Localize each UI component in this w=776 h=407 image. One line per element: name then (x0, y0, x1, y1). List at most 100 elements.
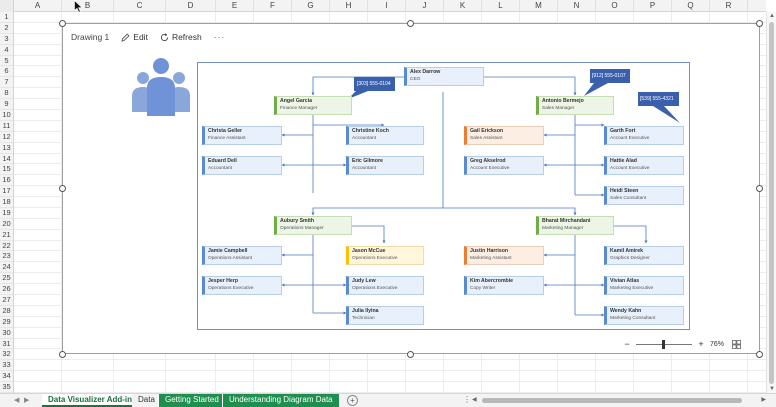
refresh-button[interactable]: Refresh (160, 32, 202, 42)
sheet-tab-data[interactable]: Data (132, 394, 161, 407)
row-header-30[interactable]: 30 (0, 328, 13, 339)
sheet-tab-understanding-diagram-data[interactable]: Understanding Diagram Data (222, 394, 339, 407)
more-options-button[interactable]: ··· (213, 32, 226, 42)
column-header-r[interactable]: R (710, 0, 748, 12)
resize-handle-bottom-left[interactable] (59, 351, 66, 358)
row-header-15[interactable]: 15 (0, 164, 13, 176)
sheet-tab-data-visualizer[interactable]: Data Visualizer Add-in (42, 394, 139, 407)
row-header-3[interactable]: 3 (0, 34, 13, 45)
row-header-25[interactable]: 25 (0, 273, 13, 285)
column-header-k[interactable]: K (444, 0, 482, 12)
column-header-l[interactable]: L (482, 0, 520, 12)
row-header-17[interactable]: 17 (0, 186, 13, 198)
row-header-19[interactable]: 19 (0, 208, 13, 219)
row-header-8[interactable]: 8 (0, 88, 13, 100)
row-header-32[interactable]: 32 (0, 349, 13, 361)
column-header-a[interactable]: A (14, 0, 62, 12)
data-visualizer-frame[interactable]: Drawing 1 Edit Refresh ··· (62, 23, 760, 354)
resize-handle-middle-left[interactable] (59, 185, 66, 192)
resize-handle-top-middle[interactable] (407, 20, 414, 27)
row-header-23[interactable]: 23 (0, 251, 13, 263)
row-header-4[interactable]: 4 (0, 45, 13, 56)
column-header-c[interactable]: C (114, 0, 166, 12)
row-header-9[interactable]: 9 (0, 99, 13, 110)
column-header-i[interactable]: I (368, 0, 406, 12)
row-header-22[interactable]: 22 (0, 241, 13, 252)
row-header-2[interactable]: 2 (0, 23, 13, 34)
zoom-in-button[interactable]: + (698, 339, 704, 349)
row-header-27[interactable]: 27 (0, 295, 13, 306)
row-header-14[interactable]: 14 (0, 154, 13, 165)
row-header-16[interactable]: 16 (0, 175, 13, 187)
add-sheet-button[interactable]: + (347, 395, 358, 406)
org-chart-diagram[interactable]: [303] 555-0104 [912] 555-0107 [539] 555-… (197, 62, 690, 330)
scroll-left-arrow-icon[interactable]: ◀ (472, 397, 477, 403)
edit-button[interactable]: Edit (121, 32, 148, 42)
column-header-o[interactable]: O (596, 0, 634, 12)
row-header-7[interactable]: 7 (0, 77, 13, 89)
column-header-d[interactable]: D (166, 0, 216, 12)
row-header-28[interactable]: 28 (0, 306, 13, 317)
resize-handle-top-right[interactable] (756, 20, 763, 27)
prev-sheet-icon[interactable]: ◀ (14, 397, 20, 404)
horizontal-scroll-thumb[interactable] (482, 398, 742, 403)
column-header-g[interactable]: G (292, 0, 330, 12)
column-header-p[interactable]: P (634, 0, 672, 12)
row-header-20[interactable]: 20 (0, 219, 13, 230)
row-header-33[interactable]: 33 (0, 360, 13, 372)
tab-split-handle[interactable]: ⋮ (463, 395, 471, 404)
resize-handle-bottom-middle[interactable] (407, 351, 414, 358)
column-header-m[interactable]: M (520, 0, 558, 12)
row-header-26[interactable]: 26 (0, 284, 13, 296)
row-header-11[interactable]: 11 (0, 121, 13, 132)
row-header-5[interactable]: 5 (0, 56, 13, 67)
row-header-31[interactable]: 31 (0, 339, 13, 350)
zoom-slider-thumb[interactable] (662, 340, 666, 349)
vertical-scrollbar[interactable]: ▲ ▼ (766, 12, 776, 393)
next-sheet-icon[interactable]: ▶ (24, 397, 30, 404)
zoom-out-button[interactable]: − (624, 339, 630, 349)
resize-handle-top-left[interactable] (59, 20, 66, 27)
scroll-up-arrow-icon[interactable]: ▲ (769, 13, 775, 19)
column-header-f[interactable]: F (254, 0, 292, 12)
horizontal-scrollbar[interactable]: ◀ ▶ (472, 396, 766, 405)
row-header-29[interactable]: 29 (0, 317, 13, 328)
scroll-down-arrow-icon[interactable]: ▼ (769, 386, 775, 392)
column-header-n[interactable]: N (558, 0, 596, 12)
column-header-q[interactable]: Q (672, 0, 710, 12)
column-header-h[interactable]: H (330, 0, 368, 12)
sheet-tab-getting-started[interactable]: Getting Started (158, 394, 225, 407)
row-header-10[interactable]: 10 (0, 110, 13, 121)
column-header-j[interactable]: J (406, 0, 444, 12)
row-header-6[interactable]: 6 (0, 66, 13, 78)
row-header-18[interactable]: 18 (0, 197, 13, 208)
column-header-e[interactable]: E (216, 0, 254, 12)
column-header-b[interactable]: B (62, 0, 114, 12)
row-header-12[interactable]: 12 (0, 132, 13, 143)
zoom-slider[interactable] (635, 340, 692, 349)
vertical-scroll-thumb[interactable] (769, 22, 774, 384)
row-header-24[interactable]: 24 (0, 262, 13, 274)
